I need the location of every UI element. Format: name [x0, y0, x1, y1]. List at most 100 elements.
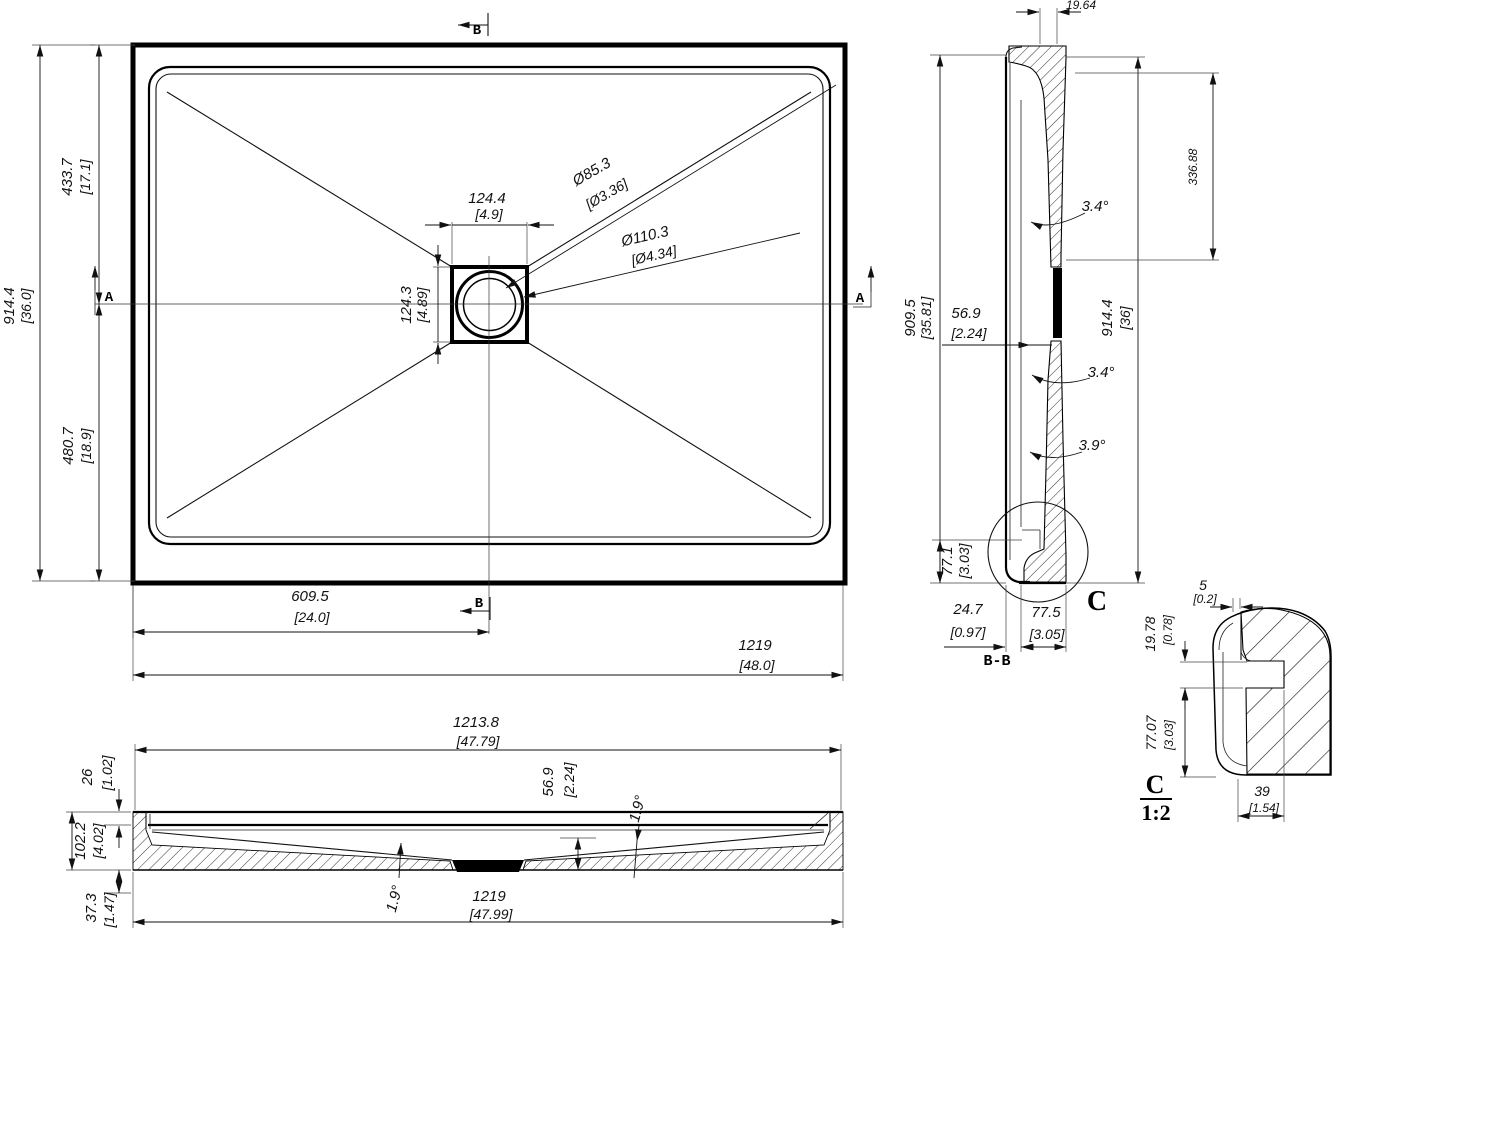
dim-base-width-detail-inch: [1.54]: [1248, 801, 1280, 815]
dim-inner-width-inch: [47.79]: [456, 733, 501, 749]
dim-drain-width-inch: [4.9]: [474, 206, 503, 222]
dim-height: 102.2 [4.02]: [66, 812, 131, 871]
angle-upper: 3.4°: [1030, 198, 1109, 230]
dim-wall-inch: [2.24]: [950, 325, 987, 341]
dim-overall-height-side-mm: 914.4: [1099, 299, 1116, 337]
dim-base-mm: 37.3: [83, 893, 100, 923]
detail-c-hatch: [1240, 607, 1331, 775]
dim-overall-height-mm: 914.4: [1, 287, 18, 325]
angle-floor-right: 1.9°: [626, 794, 649, 879]
side-section-view: 19.64 909.5 [35.81] 56.9 [2.24] 914.4 [3…: [902, 0, 1219, 670]
dim-drain-width-mm: 124.4: [468, 190, 506, 207]
dim-top-gap: 5 [0.2]: [1192, 577, 1263, 612]
dim-drain-height-mm: 124.3: [398, 286, 415, 324]
section-label-bb: B-B: [983, 653, 1010, 670]
dim-wall-height-inch: [3.03]: [1162, 719, 1176, 751]
detail-title: C: [1146, 770, 1165, 799]
side-section-hatched-wall: [1008, 45, 1067, 583]
dim-inner-height-inch: [35.81]: [918, 295, 934, 340]
dim-overall-width-front-mm: 1219: [472, 888, 506, 905]
dim-drain-offset-side-mm: 336.88: [1186, 148, 1200, 185]
drain-front-section: [452, 860, 524, 872]
dim-base-inch: [1.47]: [101, 891, 117, 928]
detail-view-c: 5 [0.2] 19.78 [0.78] 77.07 [3.03] 39 [1.…: [1140, 577, 1332, 825]
angle-lower: 3.9°: [1029, 437, 1105, 461]
angle-floor-left-label: 1.9°: [383, 884, 406, 914]
detail-title-block: C 1:2: [1140, 770, 1172, 825]
dim-drain-offset-x-inch: [24.0]: [293, 609, 330, 625]
dim-flange-top: 19.64: [1016, 0, 1096, 44]
dim-wall: 56.9 [2.24]: [942, 305, 1052, 349]
angle-upper-label: 3.4°: [1082, 198, 1109, 215]
dim-drain-width: 124.4 [4.9]: [425, 190, 554, 264]
dim-rim-inch: [1.02]: [99, 754, 115, 791]
dim-inner-width: 1213.8 [47.79]: [134, 714, 842, 810]
section-label-a-right: A: [856, 291, 865, 307]
dim-bottom-offset: 480.7 [18.9]: [60, 304, 135, 582]
dim-drain-height-inch: [4.89]: [414, 286, 430, 323]
dim-overall-width-front-inch: [47.99]: [469, 906, 514, 922]
dim-top-gap-mm: 5: [1199, 577, 1207, 593]
dim-drain-offset-side: 336.88: [1066, 72, 1219, 261]
detail-marker-c-label: C: [1087, 586, 1107, 617]
dim-top-gap-inch: [0.2]: [1192, 592, 1217, 606]
dim-base-width-detail: 39 [1.54]: [1237, 690, 1285, 822]
dim-overall-width-inch: [48.0]: [738, 657, 775, 673]
dim-overall-height-side: 914.4 [36]: [1066, 56, 1145, 584]
dim-step-inch: [0.78]: [1161, 614, 1175, 646]
section-label-b-bottom: B: [475, 596, 484, 612]
dim-rim: 26 [1.02]: [66, 754, 131, 848]
angle-floor-left: 1.9°: [383, 842, 406, 914]
dim-drain-offset-x-mm: 609.5: [291, 588, 329, 605]
dim-depth: 56.9 [2.24]: [540, 761, 596, 870]
angle-floor-right-label: 1.9°: [626, 794, 649, 824]
section-marker-b-top: B: [458, 13, 489, 39]
dim-base-height: 77.1 [3.03]: [932, 539, 1022, 583]
dim-step-mm: 19.78: [1142, 616, 1158, 651]
dim-overall-width-mm: 1219: [738, 637, 772, 654]
section-label-b-top: B: [473, 23, 482, 39]
plan-centerlines: [95, 256, 863, 634]
detail-scale: 1:2: [1141, 800, 1170, 825]
front-section-hatch: [132, 811, 844, 871]
dim-top-offset: 433.7 [17.1]: [59, 44, 135, 304]
dim-bottom-offset-mm: 480.7: [60, 427, 77, 465]
dim-wall-height: 77.07 [3.03]: [1143, 688, 1216, 778]
dim-depth-mm: 56.9: [540, 767, 557, 797]
dim-top-offset-inch: [17.1]: [77, 158, 93, 195]
dim-base-width-detail-mm: 39: [1254, 783, 1270, 799]
dim-rim-mm: 26: [79, 768, 96, 786]
leader-drain-outer-dia: Ø110.3 [Ø4.34]: [523, 223, 801, 298]
section-label-a-left: A: [105, 290, 114, 306]
dim-wall-mm: 56.9: [951, 305, 981, 322]
angle-middle-label: 3.4°: [1088, 364, 1115, 381]
dim-height-inch: [4.02]: [90, 822, 106, 859]
dim-overall-height-side-inch: [36]: [1117, 305, 1133, 330]
dim-wall-height-mm: 77.07: [1143, 714, 1159, 750]
dim-bottom-offset-inch: [18.9]: [78, 427, 94, 464]
section-marker-a-left: A: [91, 266, 114, 315]
dim-lip-mm: 24.7: [952, 601, 983, 618]
side-section-outline: [1004, 46, 1066, 585]
plan-view-slope-edges: [166, 91, 812, 519]
dim-base: 37.3 [1.47]: [83, 870, 131, 929]
dim-overall-height-inch: [36.0]: [18, 287, 34, 324]
dim-base-height-inch: [3.03]: [956, 542, 972, 579]
dim-lip-inch: [0.97]: [949, 624, 986, 640]
dim-inner-width-mm: 1213.8: [453, 714, 500, 731]
dim-base-height-mm: 77.1: [939, 546, 956, 575]
dim-inner-height: 909.5 [35.81]: [902, 54, 1006, 584]
dim-top-offset-mm: 433.7: [59, 158, 76, 196]
section-marker-b-bottom: B: [460, 596, 491, 620]
section-marker-a-right: A: [853, 266, 875, 308]
dim-overall-width: 1219 [48.0]: [132, 585, 844, 681]
dim-base-width-mm: 77.5: [1031, 604, 1061, 621]
dim-step: 19.78 [0.78]: [1142, 614, 1247, 709]
angle-middle: 3.4°: [1031, 364, 1115, 384]
dim-base-width-inch: [3.05]: [1028, 626, 1065, 642]
front-section-view: 1213.8 [47.79] 26 [1.02] 102.2 [4.02] 37…: [66, 714, 844, 929]
dim-height-mm: 102.2: [72, 822, 89, 860]
dim-flange-top-mm: 19.64: [1066, 0, 1096, 12]
